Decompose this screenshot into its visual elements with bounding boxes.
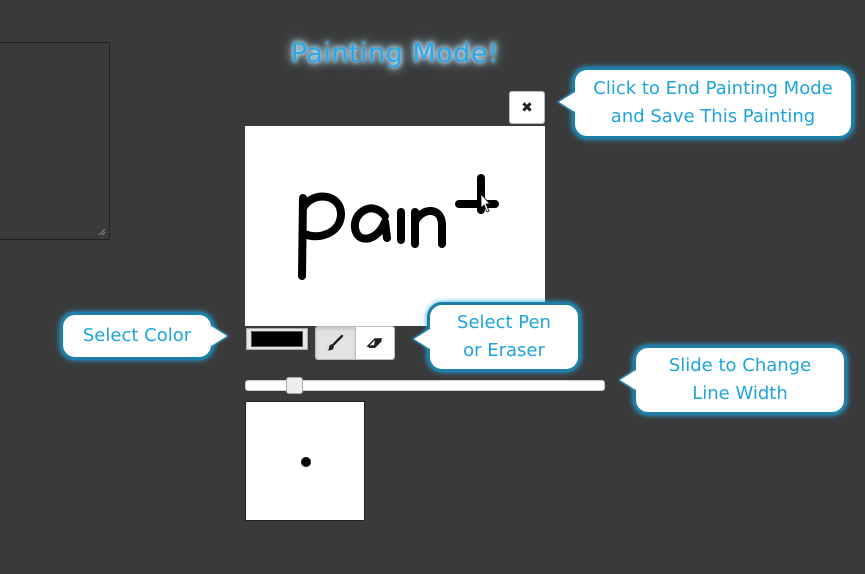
line-width-slider[interactable] <box>245 377 605 394</box>
callout-pen-eraser-line1: Select Pen <box>457 312 551 333</box>
resize-grip-icon[interactable] <box>98 228 106 236</box>
callout-line-width: Slide to Change Line Width <box>620 348 844 412</box>
color-picker[interactable] <box>246 328 308 350</box>
line-width-slider-handle[interactable] <box>286 377 303 394</box>
callout-line-width-line2: Line Width <box>692 383 788 404</box>
canvas-drawing <box>298 174 499 280</box>
close-icon: ✖ <box>521 99 533 116</box>
painting-canvas[interactable] <box>245 126 545 326</box>
callout-line-width-line1: Slide to Change <box>668 355 812 376</box>
callout-select-color: Select Color <box>63 315 227 357</box>
brush-icon <box>327 334 344 351</box>
callout-end-painting: Click to End Painting Mode and Save This… <box>559 70 851 136</box>
tool-selector <box>315 326 395 360</box>
line-width-preview-dot <box>301 457 311 467</box>
callout-select-color-text: Select Color <box>82 325 192 346</box>
side-textarea[interactable] <box>0 42 110 240</box>
page-title: Painting Mode! <box>290 38 500 69</box>
callout-end-painting-line1: Click to End Painting Mode <box>593 78 833 99</box>
eraser-tool-button[interactable] <box>354 327 394 359</box>
pen-tool-button[interactable] <box>316 327 355 359</box>
color-swatch <box>251 331 303 347</box>
callout-pen-eraser-line2: or Eraser <box>463 340 545 361</box>
eraser-icon <box>366 338 383 348</box>
callout-pen-eraser: Select Pen or Eraser <box>414 305 578 369</box>
end-painting-button[interactable]: ✖ <box>509 91 545 124</box>
callout-end-painting-line2: and Save This Painting <box>610 106 816 127</box>
line-width-preview <box>245 401 365 521</box>
